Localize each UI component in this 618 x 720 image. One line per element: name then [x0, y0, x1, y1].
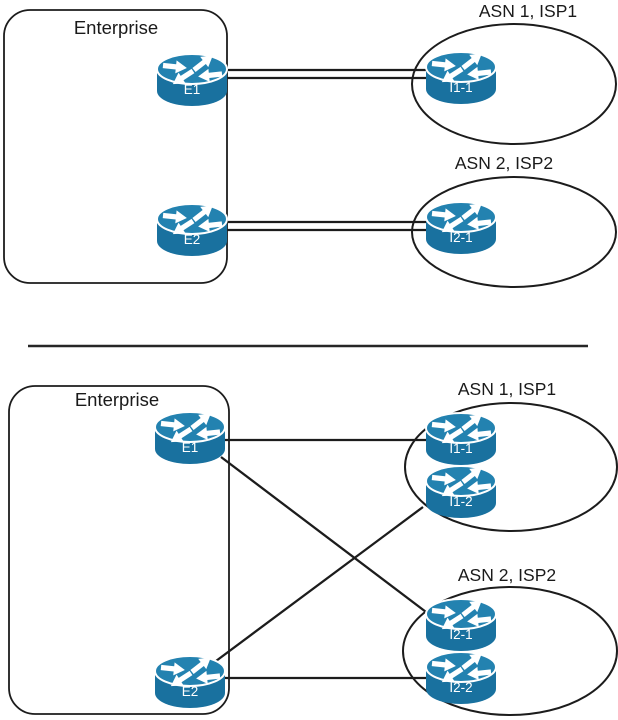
- top-diagram: Enterprise ASN 1, ISP1 ASN 2, ISP2 E1 I1…: [3, 1, 617, 288]
- enterprise-label: Enterprise: [75, 389, 159, 410]
- isp1-label: ASN 1, ISP1: [458, 379, 556, 399]
- enterprise-label: Enterprise: [74, 17, 158, 38]
- router-e2-label: E2: [184, 232, 201, 247]
- link-e2-i12: [215, 506, 424, 662]
- router-i1-1: [425, 47, 497, 105]
- router-e2: [156, 199, 228, 257]
- router-e1-label: E1: [184, 82, 201, 97]
- router-i1-1-label: I1-1: [449, 441, 472, 456]
- isp2-label: ASN 2, ISP2: [458, 565, 556, 585]
- isp2-label: ASN 2, ISP2: [455, 153, 553, 173]
- router-i1-2-label: I1-2: [449, 494, 472, 509]
- isp1-label: ASN 1, ISP1: [479, 1, 577, 21]
- enterprise-box: [8, 385, 230, 715]
- router-e1: [154, 407, 226, 465]
- router-e1-label: E1: [182, 440, 199, 455]
- router-i2-1: [425, 594, 497, 652]
- router-e2-label: E2: [182, 684, 199, 699]
- link-e1-i21: [220, 456, 431, 616]
- router-e2: [154, 651, 226, 709]
- router-i2-2: [425, 647, 497, 705]
- router-i1-1: [425, 408, 497, 466]
- router-i2-2-label: I2-2: [449, 680, 472, 695]
- router-e1: [156, 49, 228, 107]
- router-i1-1-label: I1-1: [449, 80, 472, 95]
- router-i2-1-label: I2-1: [449, 627, 472, 642]
- bottom-diagram: Enterprise ASN 1, ISP1 ASN 2, ISP2 E1 E2…: [8, 379, 618, 716]
- router-i2-1-label: I2-1: [449, 230, 472, 245]
- router-i1-2: [425, 461, 497, 519]
- router-i2-1: [425, 197, 497, 255]
